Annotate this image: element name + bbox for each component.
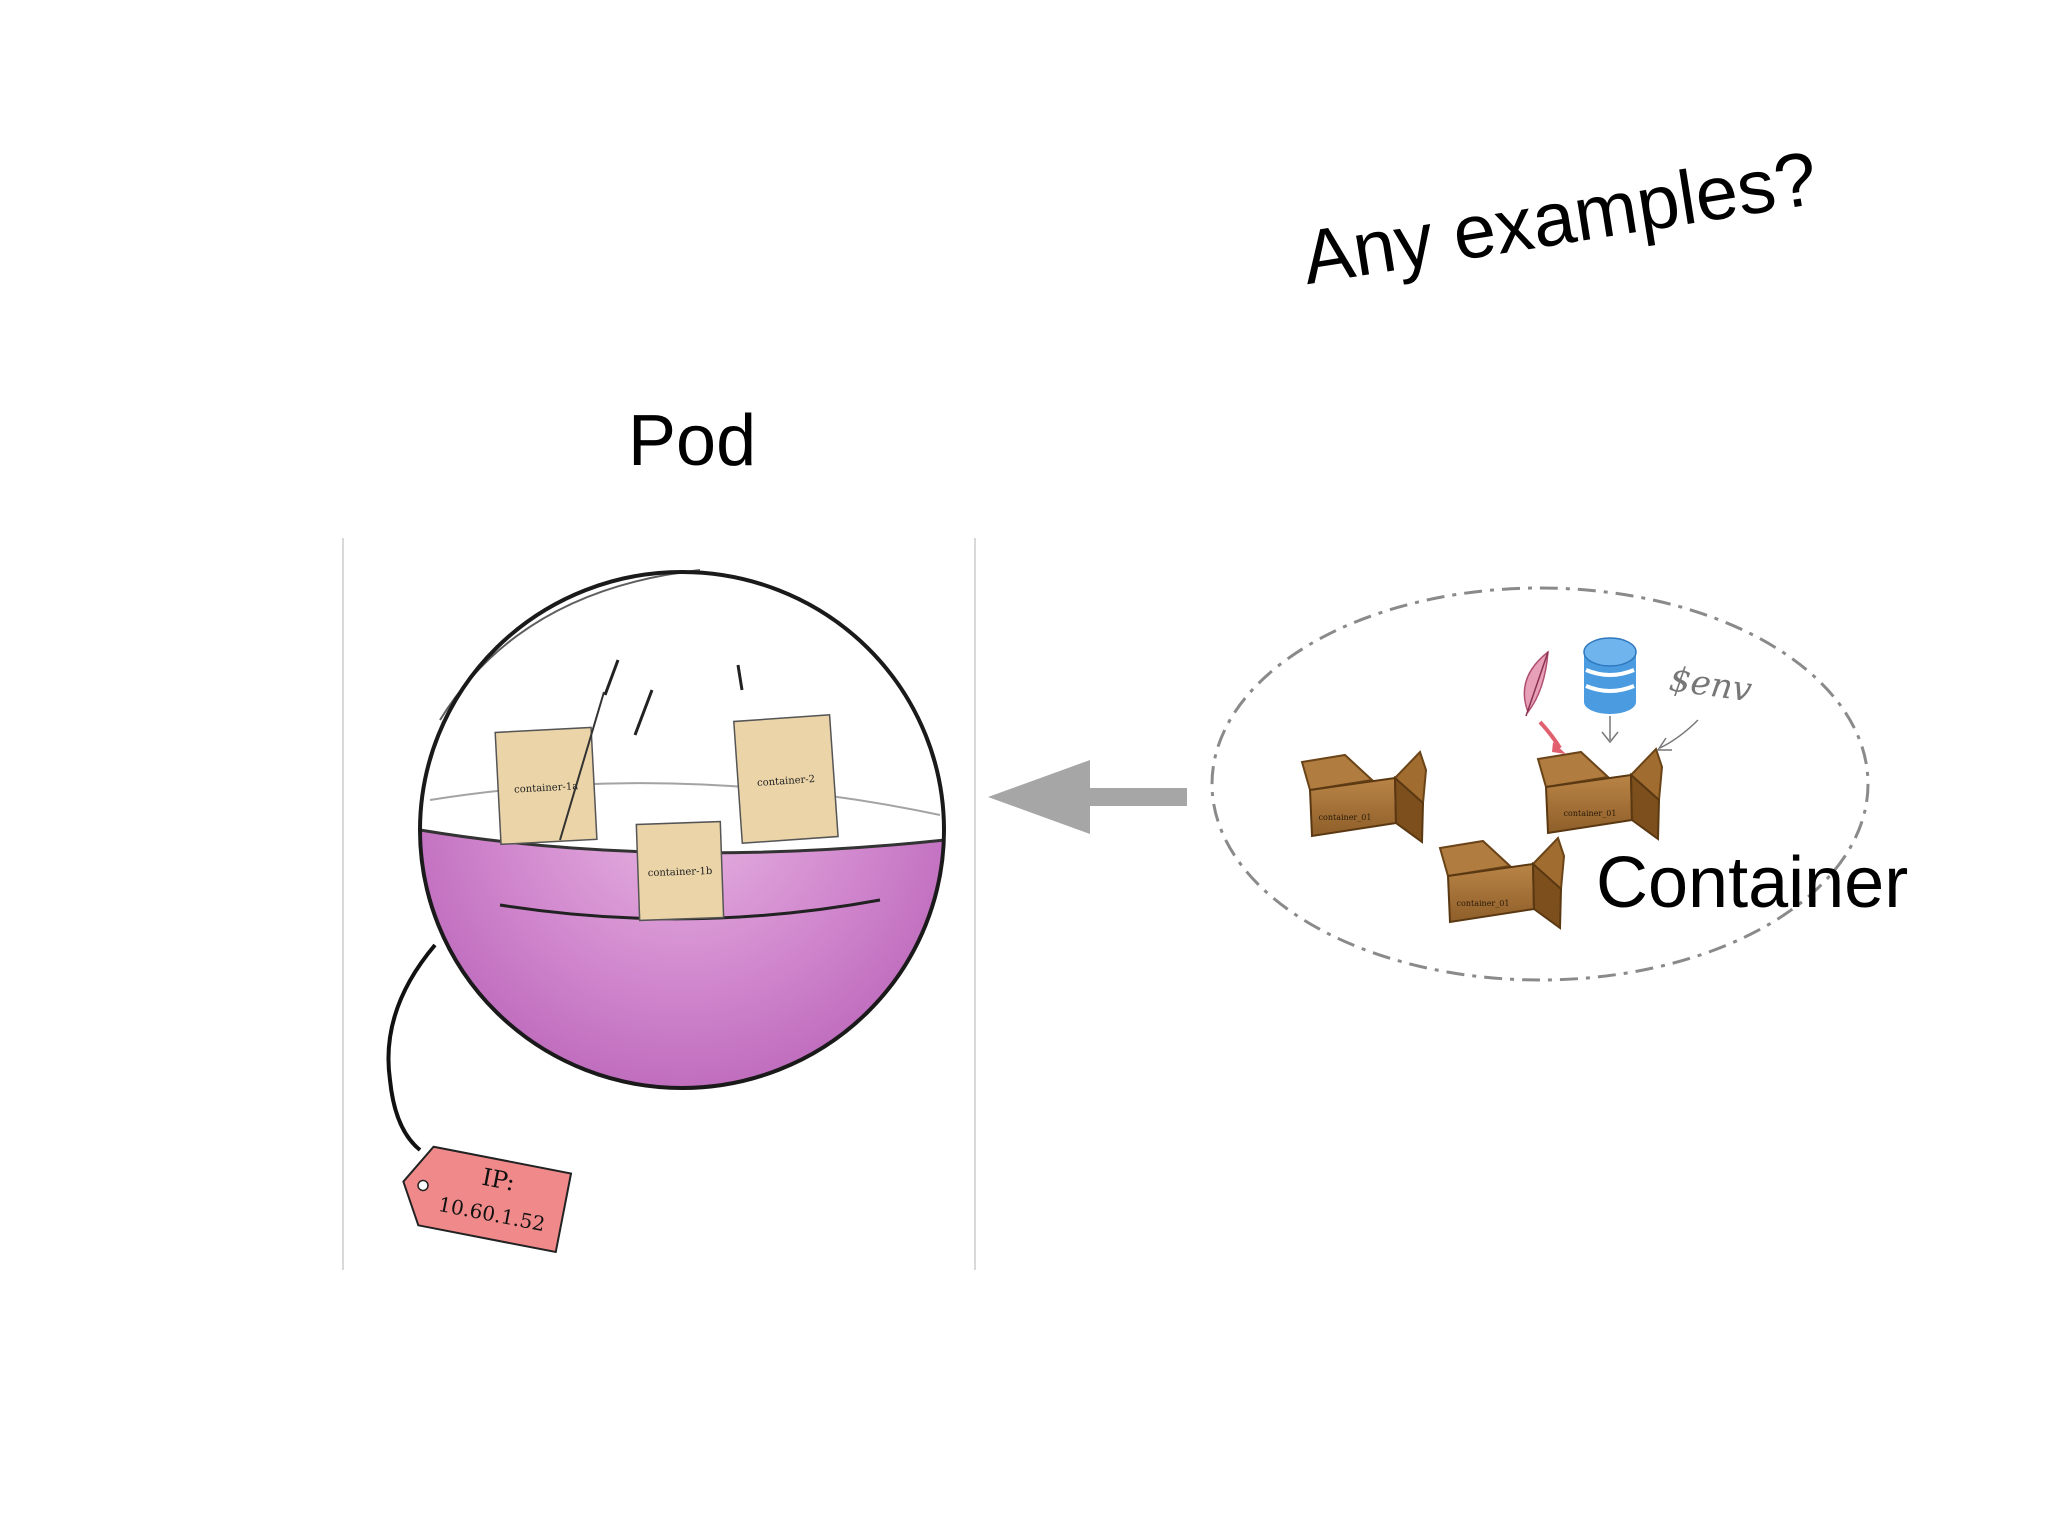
left-arrow xyxy=(988,760,1187,834)
pod-heading: Pod xyxy=(628,401,757,481)
svg-text:container_01: container_01 xyxy=(1457,899,1510,908)
container-cluster-outline xyxy=(1210,586,1870,982)
svg-text:container-1a: container-1a xyxy=(514,781,579,795)
svg-text:container-1b: container-1b xyxy=(648,866,713,879)
env-text: $env xyxy=(1667,659,1755,710)
pod-card-1b: container-1b xyxy=(635,820,725,922)
env-arrow xyxy=(1659,719,1699,749)
svg-text:IP:: IP: xyxy=(480,1163,518,1197)
pod-card-1a: container-1a xyxy=(494,726,598,846)
svg-text:container_01: container_01 xyxy=(1319,813,1372,822)
feather-icon xyxy=(1523,650,1549,717)
container-box-1: container_01 xyxy=(1300,750,1428,844)
pod-card-2: container-2 xyxy=(732,714,839,845)
container-box-2: container_01 xyxy=(1536,747,1664,841)
database-icon xyxy=(1583,637,1637,714)
svg-text:container-2: container-2 xyxy=(757,774,816,789)
container-box-3: container_01 xyxy=(1438,836,1566,930)
svg-text:container_01: container_01 xyxy=(1564,809,1617,818)
container-heading: Container xyxy=(1596,843,1909,923)
ip-tag: IP: 10.60.1.52 xyxy=(402,1145,573,1254)
feather-arrow xyxy=(1538,720,1562,750)
tag-string xyxy=(386,943,437,1152)
